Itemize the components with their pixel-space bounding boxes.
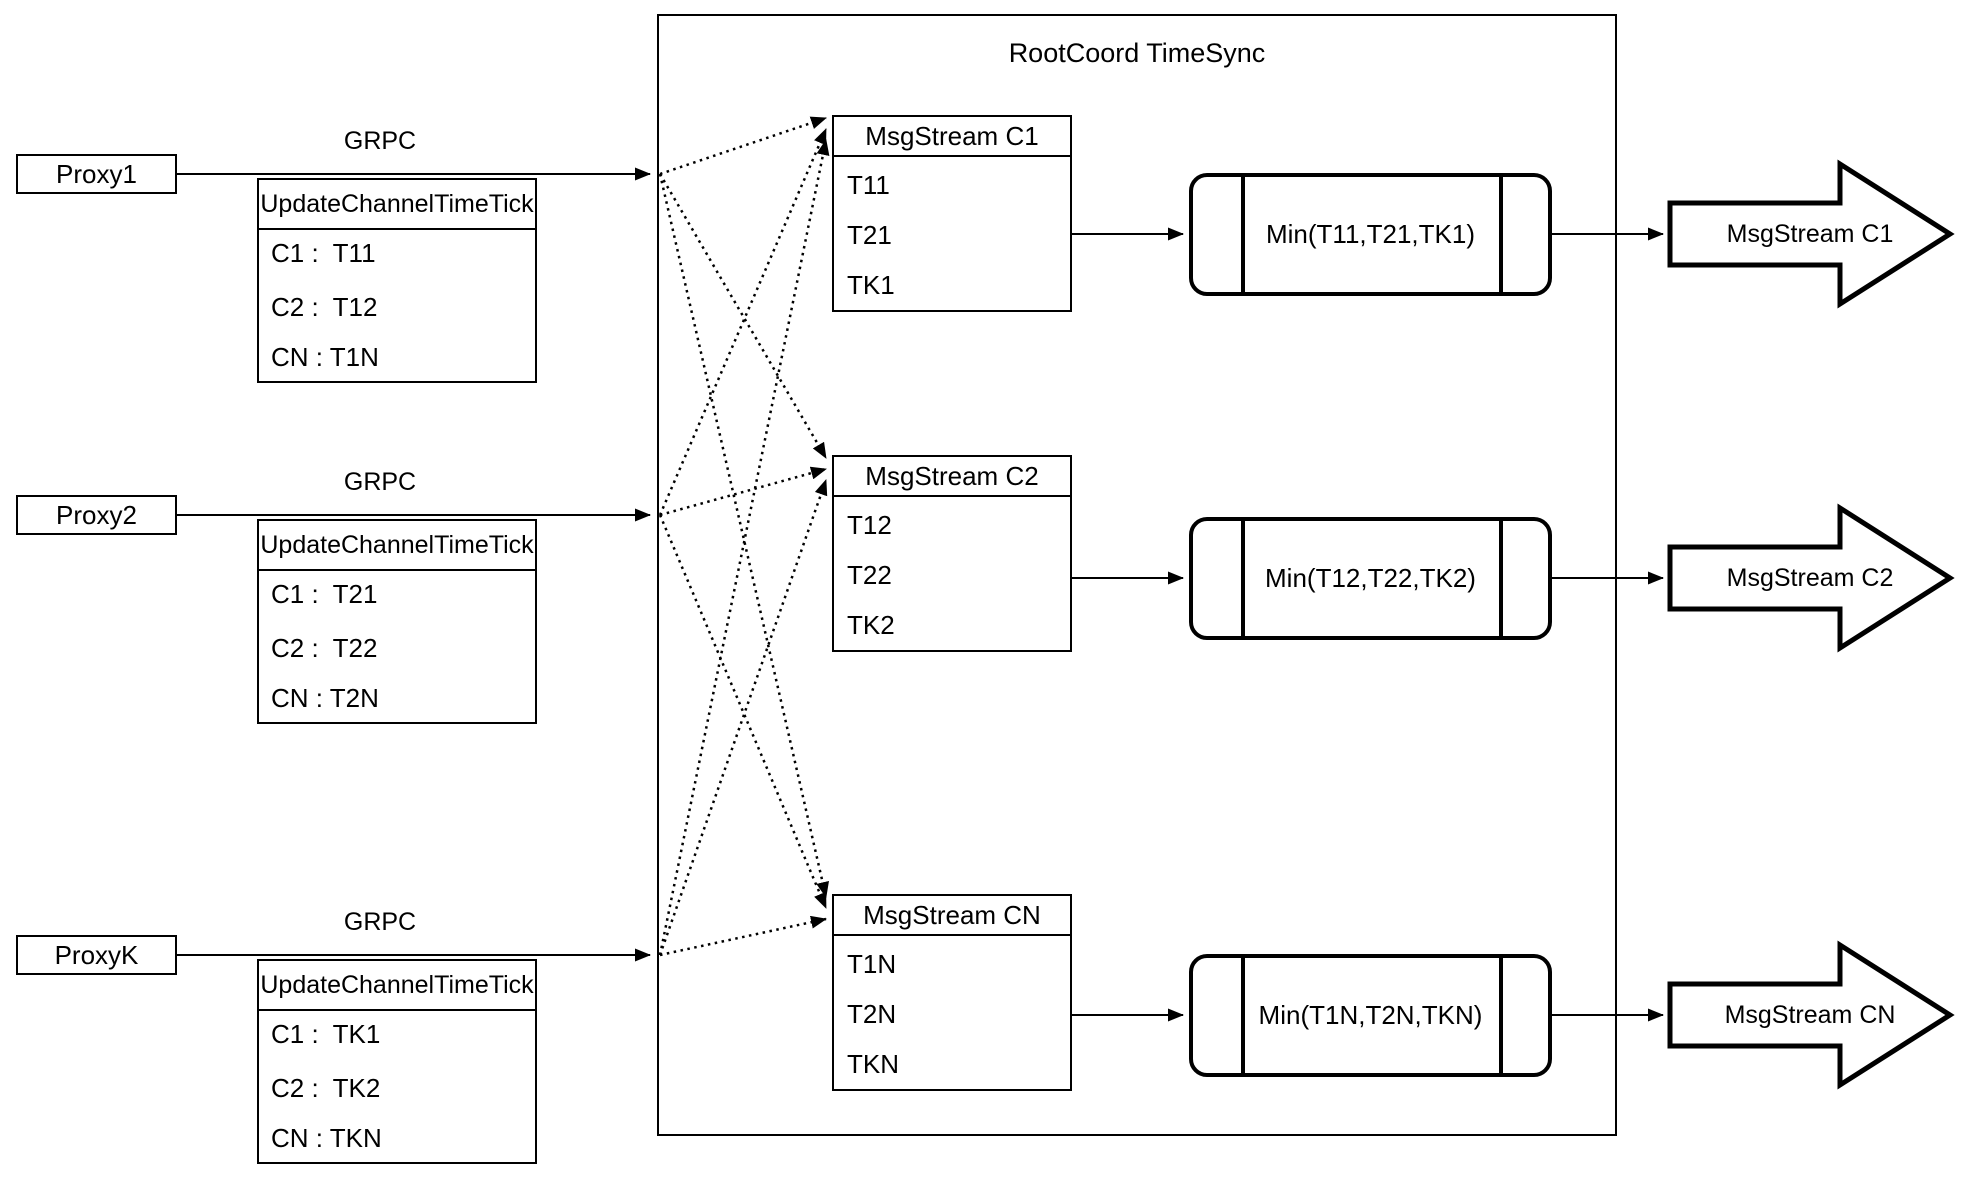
update-channel-timetick-table-2: UpdateChannelTimeTick C1 : T21 C2 : T22 … — [257, 519, 537, 724]
divider — [1499, 521, 1503, 636]
table2-row: C1 : T21 — [271, 579, 378, 609]
grpc-label-2: GRPC — [343, 468, 417, 496]
tick-value: T2N — [847, 999, 897, 1029]
output-msgstream-c1-label: MsgStream C1 — [1726, 220, 1894, 248]
proxy2-label: Proxy2 — [56, 500, 137, 530]
table2-row: C2 : T22 — [271, 633, 378, 663]
output-msgstream-c2-label: MsgStream C2 — [1726, 564, 1894, 592]
msgstream-cn-title: MsgStream CN — [834, 896, 1070, 936]
grpc-label-3: GRPC — [343, 908, 417, 936]
divider — [1241, 177, 1245, 292]
grpc-label-1: GRPC — [343, 127, 417, 155]
update-channel-timetick-table-1: UpdateChannelTimeTick C1 : T11 C2 : T12 … — [257, 178, 537, 383]
proxyk-label: ProxyK — [54, 940, 139, 970]
tick-value: T21 — [847, 220, 892, 250]
update-channel-timetick-table-3: UpdateChannelTimeTick C1 : TK1 C2 : TK2 … — [257, 959, 537, 1164]
table3-title: UpdateChannelTimeTick — [259, 961, 535, 1011]
table1-row: C2 : T12 — [271, 292, 378, 322]
tick-value: TK1 — [847, 270, 895, 300]
rootcoord-title: RootCoord TimeSync — [1008, 38, 1266, 68]
table1-row: CN : T1N — [271, 342, 379, 372]
tick-value: TKN — [847, 1049, 899, 1079]
divider — [1499, 958, 1503, 1073]
msgstream-c1-box: MsgStream C1 T11 T21 TK1 — [832, 115, 1072, 312]
divider — [1241, 958, 1245, 1073]
min-cn-box: Min(T1N,T2N,TKN) — [1189, 954, 1552, 1077]
output-msgstream-cn-label: MsgStream CN — [1724, 1001, 1896, 1029]
msgstream-c2-title: MsgStream C2 — [834, 457, 1070, 497]
rootcoord-container: RootCoord TimeSync — [657, 14, 1617, 1136]
table2-row: CN : T2N — [271, 683, 379, 713]
msgstream-c2-box: MsgStream C2 T12 T22 TK2 — [832, 455, 1072, 652]
table3-row: C2 : TK2 — [271, 1073, 381, 1103]
table1-title: UpdateChannelTimeTick — [259, 180, 535, 230]
proxyk-box: ProxyK — [16, 935, 177, 975]
msgstream-c1-title: MsgStream C1 — [834, 117, 1070, 157]
table2-title: UpdateChannelTimeTick — [259, 521, 535, 571]
divider — [1499, 177, 1503, 292]
proxy2-box: Proxy2 — [16, 495, 177, 535]
tick-value: T22 — [847, 560, 892, 590]
tick-value: T11 — [847, 170, 890, 200]
min-c2-label: Min(T12,T22,TK2) — [1265, 563, 1476, 593]
table3-row: C1 : TK1 — [271, 1019, 381, 1049]
tick-value: T12 — [847, 510, 892, 540]
proxy1-box: Proxy1 — [16, 154, 177, 194]
table1-row: C1 : T11 — [271, 238, 376, 268]
min-c1-box: Min(T11,T21,TK1) — [1189, 173, 1552, 296]
divider — [1241, 521, 1245, 636]
proxy1-label: Proxy1 — [56, 159, 137, 189]
min-c2-box: Min(T12,T22,TK2) — [1189, 517, 1552, 640]
min-cn-label: Min(T1N,T2N,TKN) — [1258, 1000, 1483, 1030]
msgstream-cn-box: MsgStream CN T1N T2N TKN — [832, 894, 1072, 1091]
min-c1-label: Min(T11,T21,TK1) — [1265, 219, 1475, 249]
tick-value: TK2 — [847, 610, 895, 640]
table3-row: CN : TKN — [271, 1123, 382, 1153]
tick-value: T1N — [847, 949, 897, 979]
